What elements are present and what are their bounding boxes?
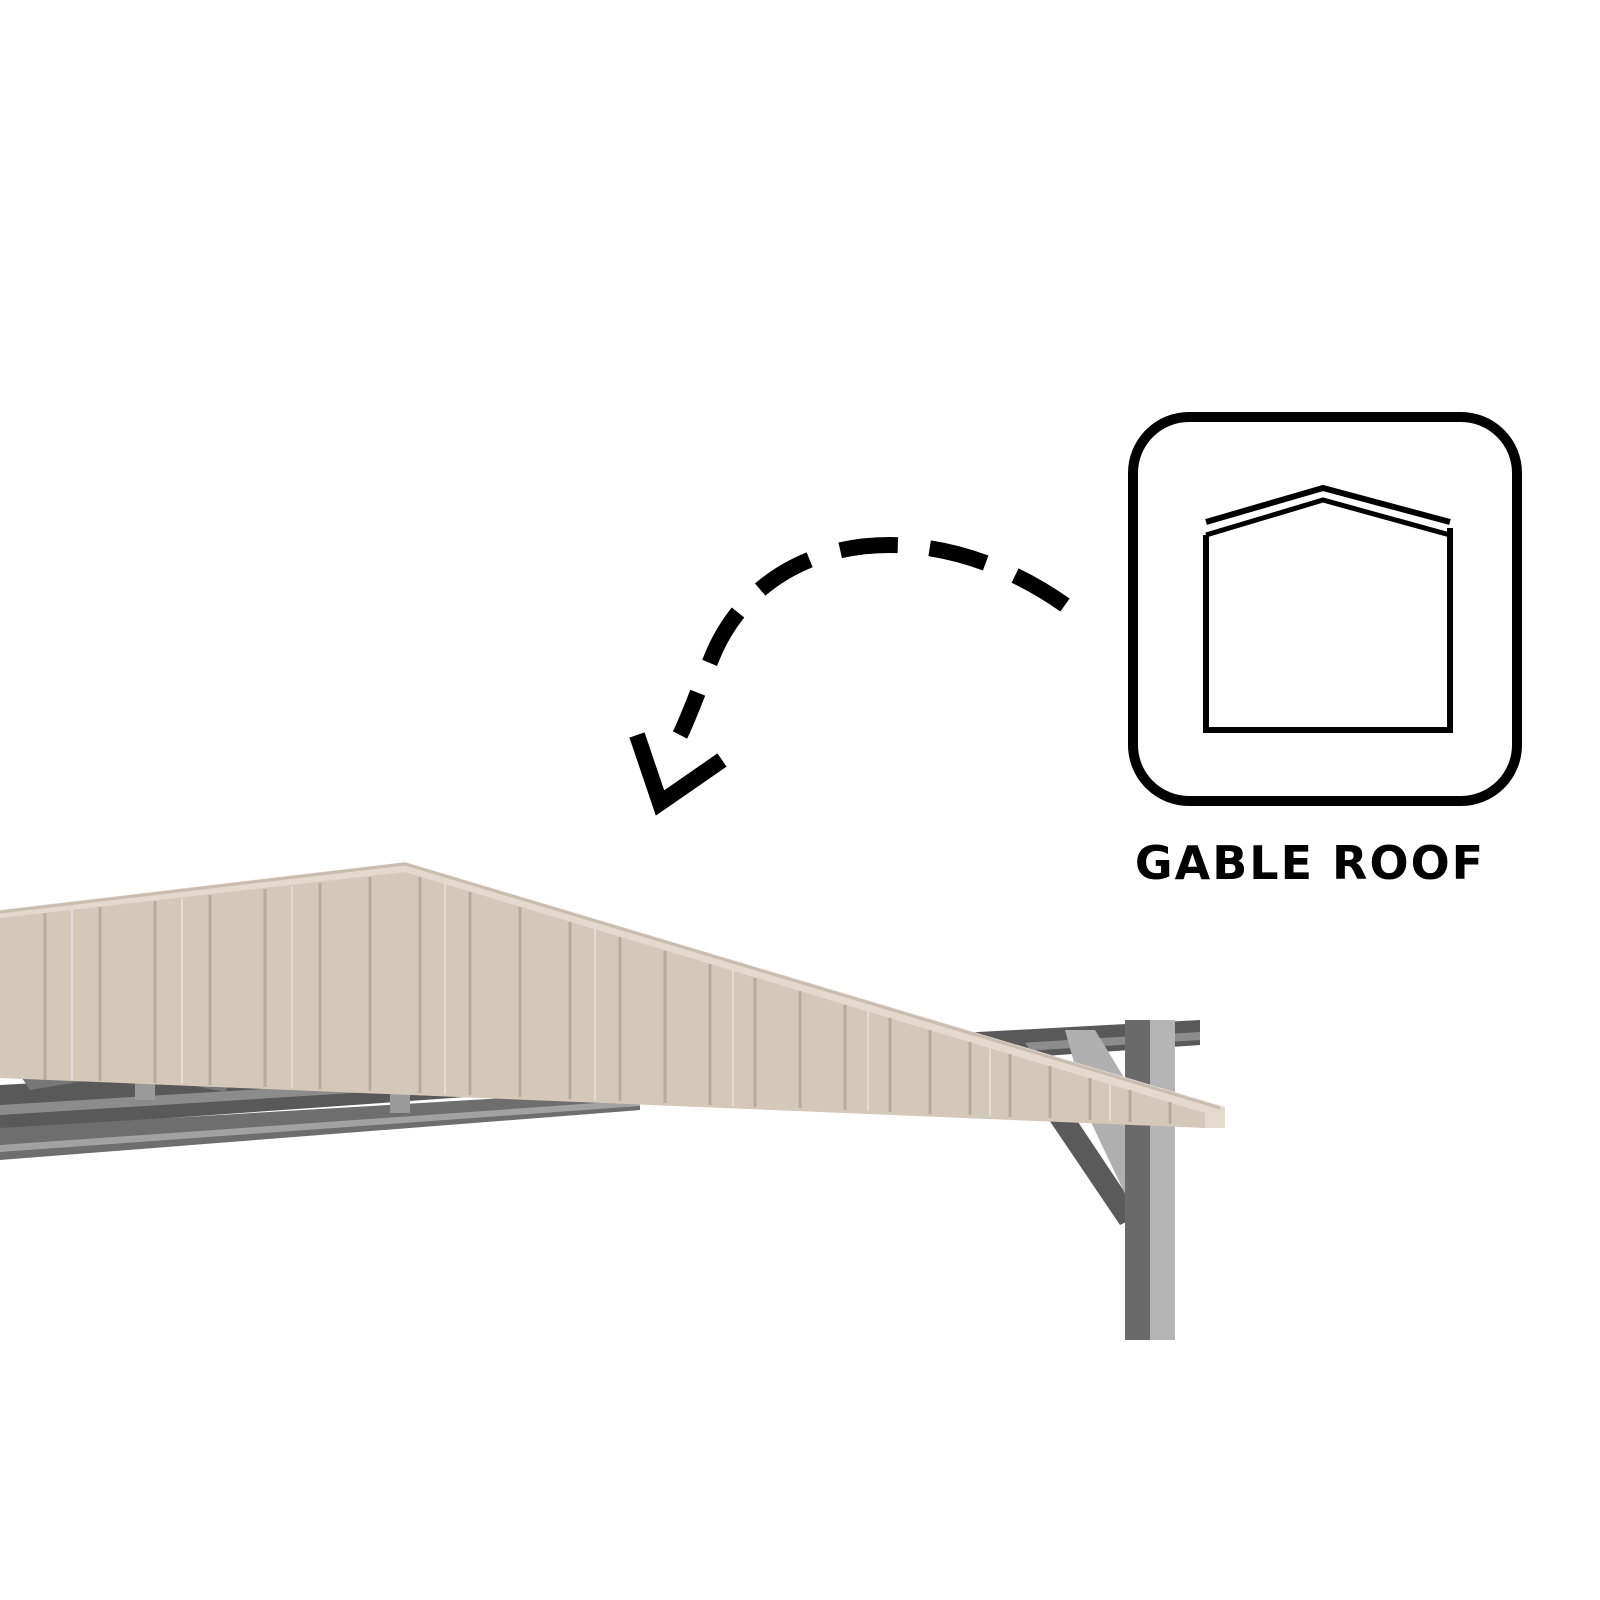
- roof-panel-face: [0, 872, 1205, 1128]
- gable-roof-caption: GABLE ROOF: [1134, 836, 1486, 890]
- icon-frame: [1128, 412, 1522, 806]
- icon-roof-inner: [1205, 497, 1451, 538]
- gable-roof-sheet: [0, 862, 1225, 1128]
- arrowhead-icon: [629, 732, 727, 816]
- dashed-arrow-curve: [672, 537, 1070, 739]
- dashed-arrow: [629, 537, 1070, 816]
- icon-building-walls: [1203, 528, 1453, 733]
- gable-roof-icon: [1128, 412, 1522, 806]
- roof-ribs: [43, 877, 1172, 1124]
- main-column-shadow: [1125, 1020, 1150, 1340]
- main-column: [1150, 1020, 1175, 1340]
- icon-roof-outer: [1205, 484, 1451, 525]
